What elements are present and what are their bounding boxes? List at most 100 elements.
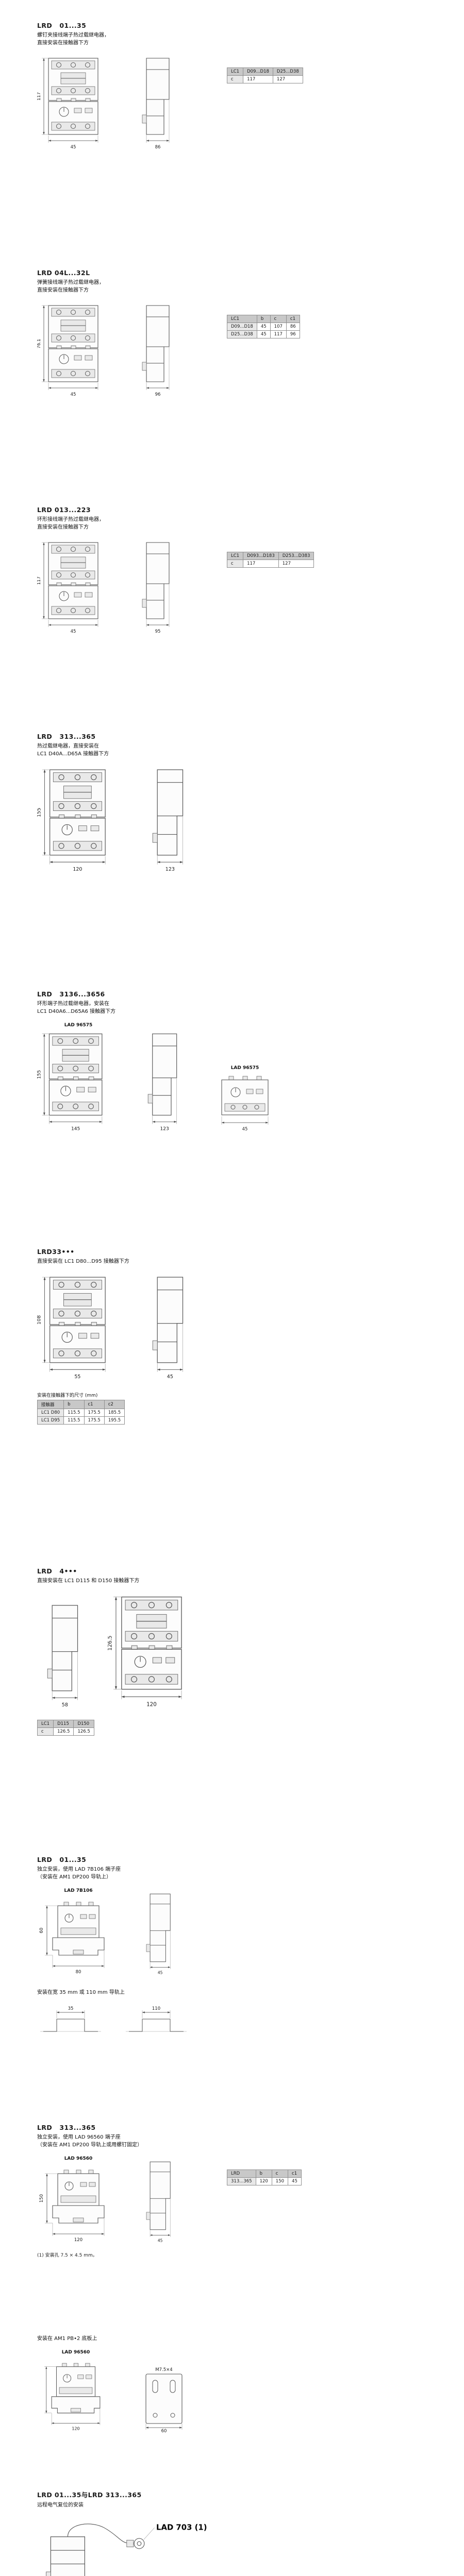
table-header-cell: c (271, 2170, 289, 2178)
table-header-cell: c2 (104, 1400, 125, 1409)
slot-dimension: M7.5×4 (155, 2367, 172, 2372)
section-lrd-01-35-independent-mount: LRD 01...35 独立安装，使用 LAD 7B106 端子座（安装在 AM… (0, 1849, 464, 2116)
table-cell: 120 (255, 2177, 272, 2185)
mounting-plate-figure: M7.5×4 60 (133, 2365, 195, 2434)
width-dimension: 80 (76, 1970, 81, 1975)
section-title: LRD 01...35 (37, 22, 87, 29)
section-title: LRD 4••• (37, 1567, 77, 1575)
table-header-cell: b (256, 315, 271, 323)
text-line: 热过载继电器，直接安装在 (37, 743, 99, 749)
table-cell: 185.5 (104, 1409, 125, 1417)
table-cell: c (37, 1727, 54, 1736)
figure-label: LAD 96575 (64, 1023, 93, 1028)
din-rail-drawing: 110 (123, 2006, 190, 2040)
front-view-drawing: 120 126.5 (108, 1592, 202, 1708)
width-dimension: 45 (242, 1127, 248, 1132)
text-line: 直接安装在接触器下方 (37, 40, 89, 46)
front-view-drawing: 55 108 (37, 1273, 124, 1380)
din-rail-figure: 110 (123, 2004, 190, 2040)
table-cell: 45 (256, 323, 271, 331)
mounting-base-drawing: 120 (37, 2357, 114, 2431)
width-dimension: 120 (74, 2238, 82, 2243)
section-lrd-04l-32l-under-contactor: LRD 04L...32L 弹簧接线端子热过载继电器，直接安装在接触器下方 45… (0, 262, 464, 499)
text-line: (1) 安装孔 7.5 × 4.5 mm。 (37, 2253, 97, 2258)
front-view-figure: LAD 96575 145 155 (37, 1023, 120, 1134)
table-header-cell: b (255, 2170, 272, 2178)
side-view-drawing: 96 (133, 301, 179, 397)
section-caption: 独立安装，使用 LAD 7B106 端子座（安装在 AM1 DP200 导轨上） (37, 1866, 443, 1881)
table-header-cell: c1 (84, 1400, 105, 1409)
table-cell: 195.5 (104, 1416, 125, 1425)
relay-module-figure: LAD 96575 45 (206, 1065, 284, 1134)
text-line: 直接安装在 LC1 D115 和 D150 接触器下方 (37, 1578, 140, 1584)
table-title: 安装在接触器下的尺寸 (mm) (37, 1393, 98, 1398)
height-dimension: 155 (37, 1070, 42, 1079)
side-view-figure: 86 (133, 54, 179, 152)
table-cell: 107 (270, 323, 287, 331)
figure-label: LAD 96560 (64, 2156, 93, 2161)
table-header-cell: LC1 (226, 552, 244, 560)
table-header-cell: b (63, 1400, 85, 1409)
table-header-cell: c1 (286, 315, 300, 323)
front-view-drawing: 45 117 (37, 54, 114, 150)
table-cell: 115.5 (63, 1416, 85, 1425)
height-dimension: 60 (39, 1928, 44, 1934)
text-line: （安装在 AM1 DP200 导轨上） (37, 1874, 112, 1880)
front-view-figure: 45 117 (37, 538, 114, 636)
height-dimension: 117 (37, 92, 42, 100)
reset-module-callout: LAD 703 (1) (156, 2523, 207, 2532)
width-dimension: 45 (71, 392, 76, 397)
side-view-drawing: 45 (142, 1273, 194, 1380)
depth-dimension: 58 (62, 1702, 68, 1708)
table-header-cell: D115 (53, 1720, 74, 1728)
front-view-figure: 120 155 (37, 765, 124, 875)
depth-dimension: 96 (155, 392, 161, 397)
text-line: 远程电气复位的安装 (37, 2502, 84, 2508)
reset-module-drawing: LAD 703 (1) 32 (37, 2523, 207, 2576)
width-dimension: 120 (73, 867, 82, 872)
figure-label: LAD 7B106 (64, 1888, 93, 1893)
side-view-figure: 95 (133, 538, 179, 636)
section-caption: 远程电气复位的安装 (37, 2501, 443, 2509)
height-dimension: 155 (37, 808, 42, 817)
side-view-drawing: 95 (133, 538, 179, 634)
section-title: LRD 01...35与LRD 313...365 (37, 2491, 142, 2499)
section-caption: 直接安装在 LC1 D80...D95 接触器下方 (37, 1258, 443, 1265)
side-view-drawing: 86 (133, 54, 179, 150)
section-lrd33-under-contactor: LRD33••• 直接安装在 LC1 D80...D95 接触器下方 55 10… (0, 1241, 464, 1560)
height-dimension: 126.5 (108, 1636, 113, 1651)
din-rail-figure: 35 (37, 2004, 104, 2040)
relay-front-drawing: 45 (206, 1072, 284, 1132)
depth-dimension: 45 (158, 2239, 163, 2243)
front-view-drawing: 120 155 (37, 765, 124, 872)
table-header-cell: D093...D183 (243, 552, 279, 560)
table-cell: LC1 D95 (37, 1416, 64, 1425)
table-header-cell: LC1 (227, 315, 257, 323)
text-line: 直接安装在 LC1 D80...D95 接触器下方 (37, 1259, 129, 1264)
table-header-cell: c (270, 315, 287, 323)
table-cell: LC1 D80 (37, 1409, 64, 1417)
text-line: 安装在 AM1 PB•2 底板上 (37, 2336, 97, 2342)
table-header-cell: D253...D383 (278, 552, 314, 560)
table-cell: 175.5 (84, 1416, 105, 1425)
mounting-base-figure: LAD 96560 120 (37, 2350, 114, 2434)
height-dimension: 117 (37, 577, 42, 585)
table-cell: D25...D38 (227, 330, 257, 338)
table-header-cell: D150 (73, 1720, 94, 1728)
depth-dimension: 123 (160, 1126, 170, 1131)
